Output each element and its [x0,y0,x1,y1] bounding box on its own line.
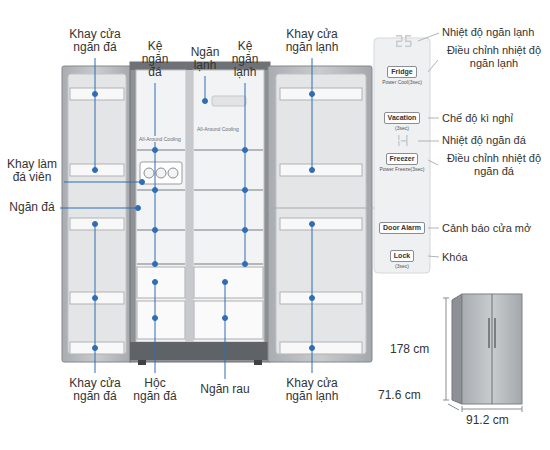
part-label: Ngăn rau [195,383,255,396]
dimension-label: 91.2 cm [466,414,509,427]
part-label: Ngăn đá [6,201,58,214]
part-label: Khay cửa ngăn đá [64,377,126,403]
control-button: Lock(3sec) [379,250,425,269]
control-button: FridgePower Cool(3sec) [379,66,425,85]
button-hint: (3sec) [395,125,409,131]
button-hint: (3sec) [395,263,409,269]
part-label: Điều chỉnh nhiệt độ ngăn đá [440,152,548,178]
control-button: FreezerPower Freeze(3sec) [377,153,427,172]
part-label: Chế độ kì nghỉ [442,112,513,125]
part-label: Khay cửa ngăn lạnh [281,28,343,54]
fridge-body [130,62,270,365]
part-label: Kệ ngăn lạnh [227,40,263,79]
control-panel [374,35,430,273]
dimension-label: 71.6 cm [378,389,421,402]
part-label: Nhiệt độ ngăn đá [442,134,526,147]
part-label: Điều chỉnh nhiệt độ ngăn lạnh [440,44,548,70]
button-label: Fridge [387,66,416,78]
part-label: Cảnh báo cửa mở [442,222,531,235]
button-hint: Power Freeze(3sec) [379,166,424,172]
part-label: Khay cửa ngăn đá [64,28,126,54]
part-label: Khay làm đá viên [2,158,62,184]
printed-text: All-Around Cooling [196,126,240,132]
part-label: Ngăn lạnh [185,46,225,72]
printed-text: All-Around Cooling [138,136,182,142]
part-label: Hộc ngăn đá [130,377,180,403]
part-label: Khóa [442,251,468,264]
leader-lines [60,58,315,379]
button-label: Vacation [384,112,421,124]
button-label: Freezer [386,153,419,165]
button-label: Door Alarm [379,222,425,234]
part-label: Kệ ngăn đá [137,40,173,79]
control-button: Door Alarm [378,222,426,234]
freezer-door [62,66,132,362]
button-label: Lock [390,250,414,262]
fridge-door [268,66,372,362]
part-label: Nhiệt độ ngăn lạnh [442,26,534,39]
panel-pointer [268,208,374,209]
dimension-figure [443,294,522,412]
button-hint: Power Cool(3sec) [382,79,422,85]
part-label: Khay cửa ngăn lạnh [281,377,343,403]
dimension-label: 178 cm [390,343,429,356]
control-button: Vacation(3sec) [379,112,425,131]
